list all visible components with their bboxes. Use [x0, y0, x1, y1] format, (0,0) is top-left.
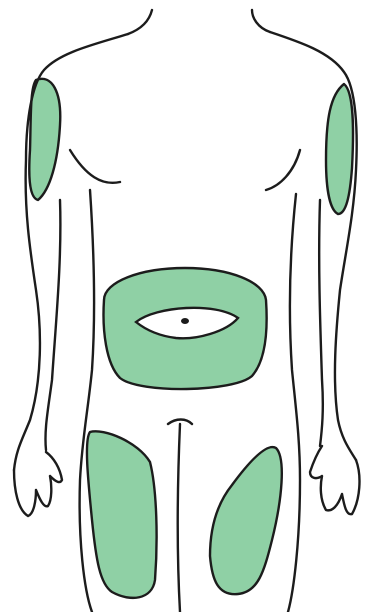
navel-dot — [181, 318, 189, 324]
